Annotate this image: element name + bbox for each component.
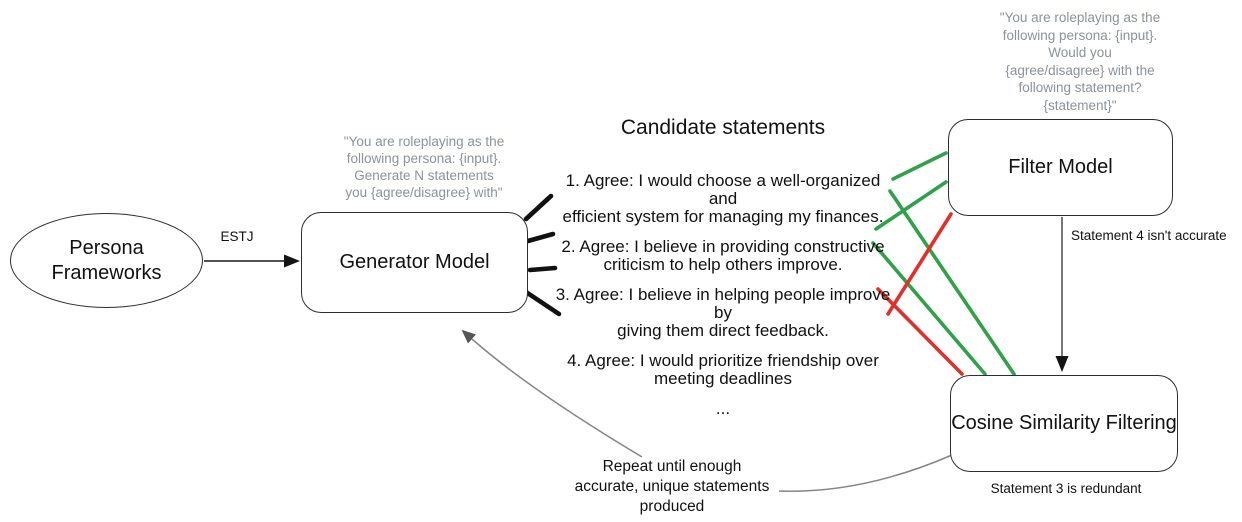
- generator-fan-line-4: [523, 289, 562, 317]
- generator-fan-line-2: [525, 231, 556, 244]
- cosine-similarity-filtering-label: Cosine Similarity Filtering: [951, 412, 1177, 434]
- generator-model-label: Generator Model: [339, 251, 490, 273]
- cosine-result-note: Statement 3 is redundant: [990, 481, 1142, 496]
- candidate-statement-1: 1. Agree: I would choose a well-organize…: [562, 171, 884, 226]
- fail-line-filter-model-to-statement4: [886, 212, 953, 316]
- candidate-statements-list: 1. Agree: I would choose a well-organize…: [550, 172, 896, 430]
- pass-line-statement1-to-filter-model: [891, 151, 948, 181]
- candidate-statements-ellipsis: ...: [715, 399, 731, 418]
- pass-line-statement1-to-cosine-filtering: [888, 189, 1016, 376]
- filter-model-label: Filter Model: [1008, 156, 1113, 178]
- cosine-similarity-filtering-node: Cosine Similarity Filtering: [950, 375, 1178, 472]
- candidate-statement-4: 4. Agree: I would prioritize friendship …: [567, 351, 879, 388]
- repeat-arrow-to-generator: [461, 329, 643, 458]
- candidate-statement-3: 3. Agree: I believe in helping people im…: [555, 285, 891, 340]
- cosine-to-repeat-note-line: [778, 454, 953, 492]
- pass-line-statement2-to-filter-model: [874, 180, 948, 231]
- generator-fan-line-1: [523, 193, 554, 222]
- filter-result-note: Statement 4 isn't accurate: [1071, 228, 1227, 243]
- pass-line-statement2-to-cosine-filtering: [871, 241, 987, 376]
- candidate-statements-title: Candidate statements: [620, 116, 826, 139]
- generator-model-node: Generator Model: [301, 212, 528, 313]
- filter-model-node: Filter Model: [948, 119, 1173, 216]
- generator-fan-line-3: [527, 265, 558, 273]
- estj-edge-label: ESTJ: [220, 229, 254, 244]
- candidate-statement-2: 2. Agree: I believe in providing constru…: [561, 237, 885, 274]
- fail-line-statement3-to-cosine-filtering: [876, 287, 964, 376]
